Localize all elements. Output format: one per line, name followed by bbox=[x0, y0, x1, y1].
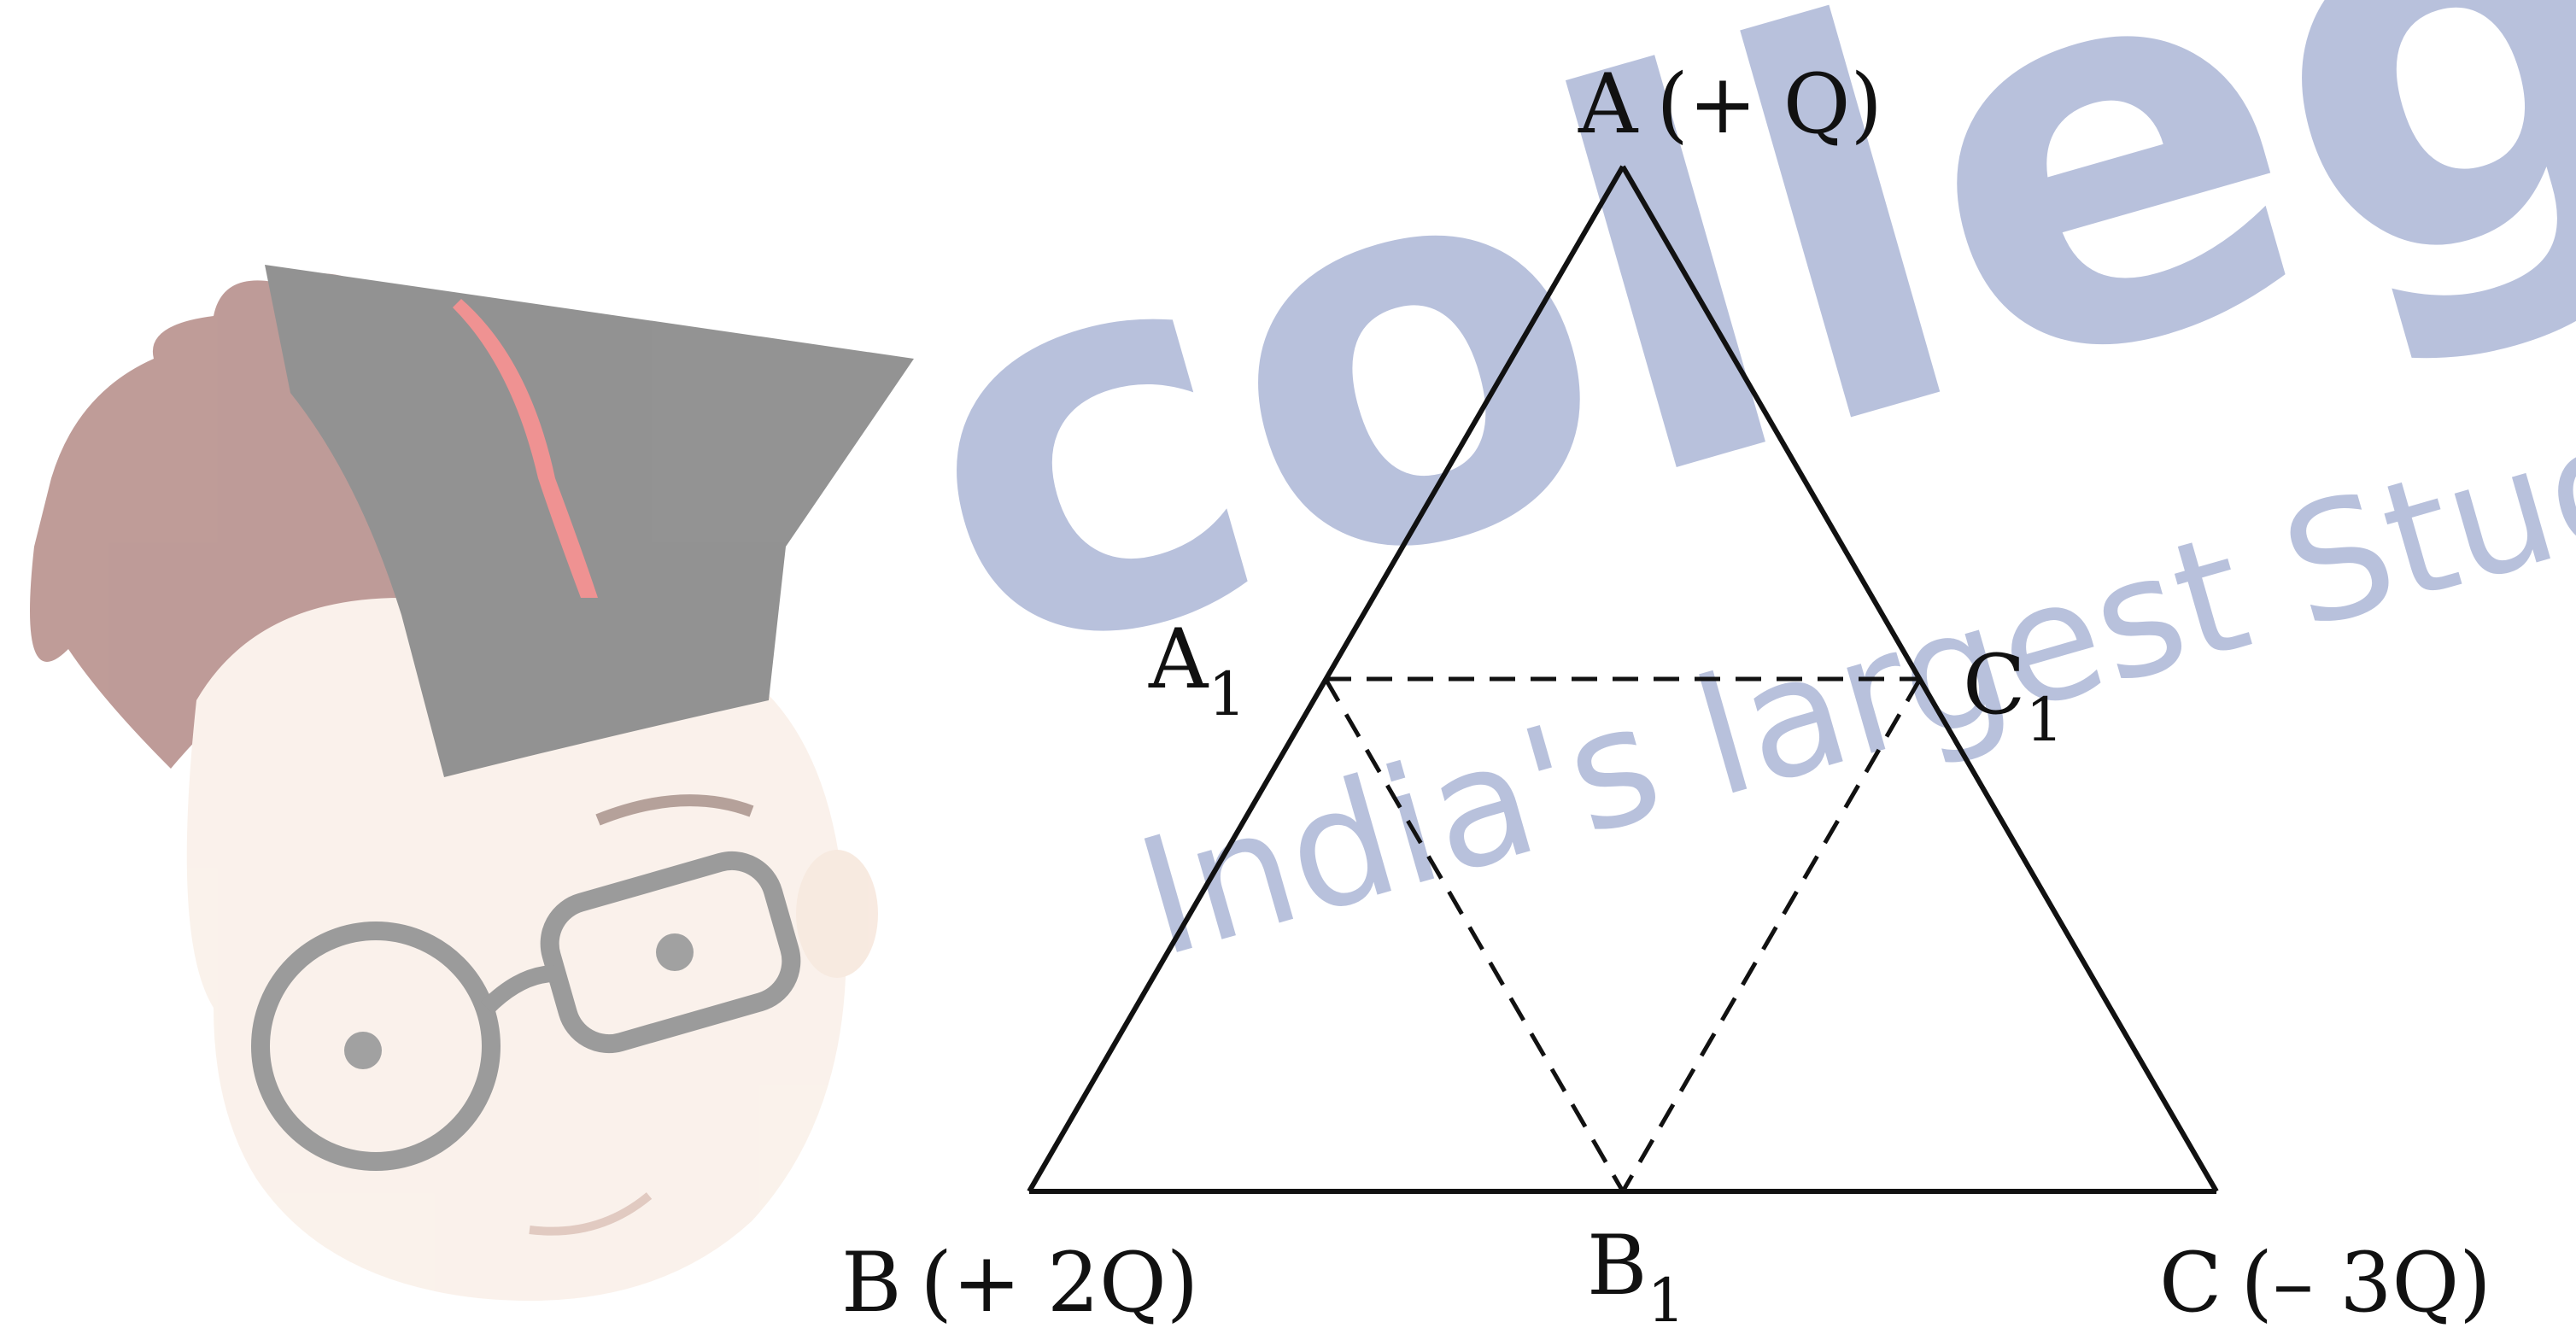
vertex-A-letter: A bbox=[1578, 56, 1639, 152]
mascot-glasses-left bbox=[251, 922, 501, 1171]
midpoint-A1-label: A1 bbox=[1148, 611, 1246, 729]
mascot-face bbox=[186, 598, 846, 1302]
midpoint-A1-letter: A bbox=[1148, 611, 1209, 707]
watermark-mascot bbox=[30, 265, 914, 1302]
vertex-B-label: B(+ 2Q) bbox=[841, 1235, 1198, 1331]
mascot-eye-left bbox=[344, 1032, 382, 1069]
mascot-tassel bbox=[453, 299, 598, 598]
mascot-ear bbox=[796, 850, 878, 978]
midpoint-B1-label: B1 bbox=[1587, 1218, 1685, 1334]
vertex-C-charge: (– 3Q) bbox=[2240, 1235, 2491, 1331]
dashed-A1-B1 bbox=[1323, 677, 1625, 1193]
midpoint-triangle bbox=[1323, 676, 1923, 1193]
mascot-eye-right bbox=[656, 933, 694, 971]
mascot-brow bbox=[595, 794, 754, 826]
vertex-A-label: A(+ Q) bbox=[1578, 56, 1882, 152]
midpoint-C1-subscript: 1 bbox=[2025, 685, 2064, 755]
midpoint-C1-letter: C bbox=[1963, 637, 2025, 733]
midpoint-C1-label: C1 bbox=[1963, 637, 2064, 755]
vertex-A-charge: (+ Q) bbox=[1656, 56, 1882, 152]
vertex-C-letter: C bbox=[2159, 1235, 2222, 1331]
mascot-cap bbox=[265, 265, 914, 777]
vertex-B-charge: (+ 2Q) bbox=[921, 1235, 1199, 1331]
mascot-mouth bbox=[529, 1192, 653, 1236]
midpoint-B1-subscript: 1 bbox=[1648, 1266, 1686, 1334]
dashed-C1-B1 bbox=[1620, 677, 1923, 1193]
midpoint-B1-letter: B bbox=[1587, 1218, 1648, 1314]
mascot-glasses-right bbox=[540, 851, 801, 1054]
mascot-glasses-bridge bbox=[480, 965, 556, 1015]
vertex-C-label: C(– 3Q) bbox=[2159, 1235, 2491, 1331]
vertex-B-letter: B bbox=[841, 1235, 902, 1331]
midpoint-A1-subscript: 1 bbox=[1208, 659, 1246, 729]
